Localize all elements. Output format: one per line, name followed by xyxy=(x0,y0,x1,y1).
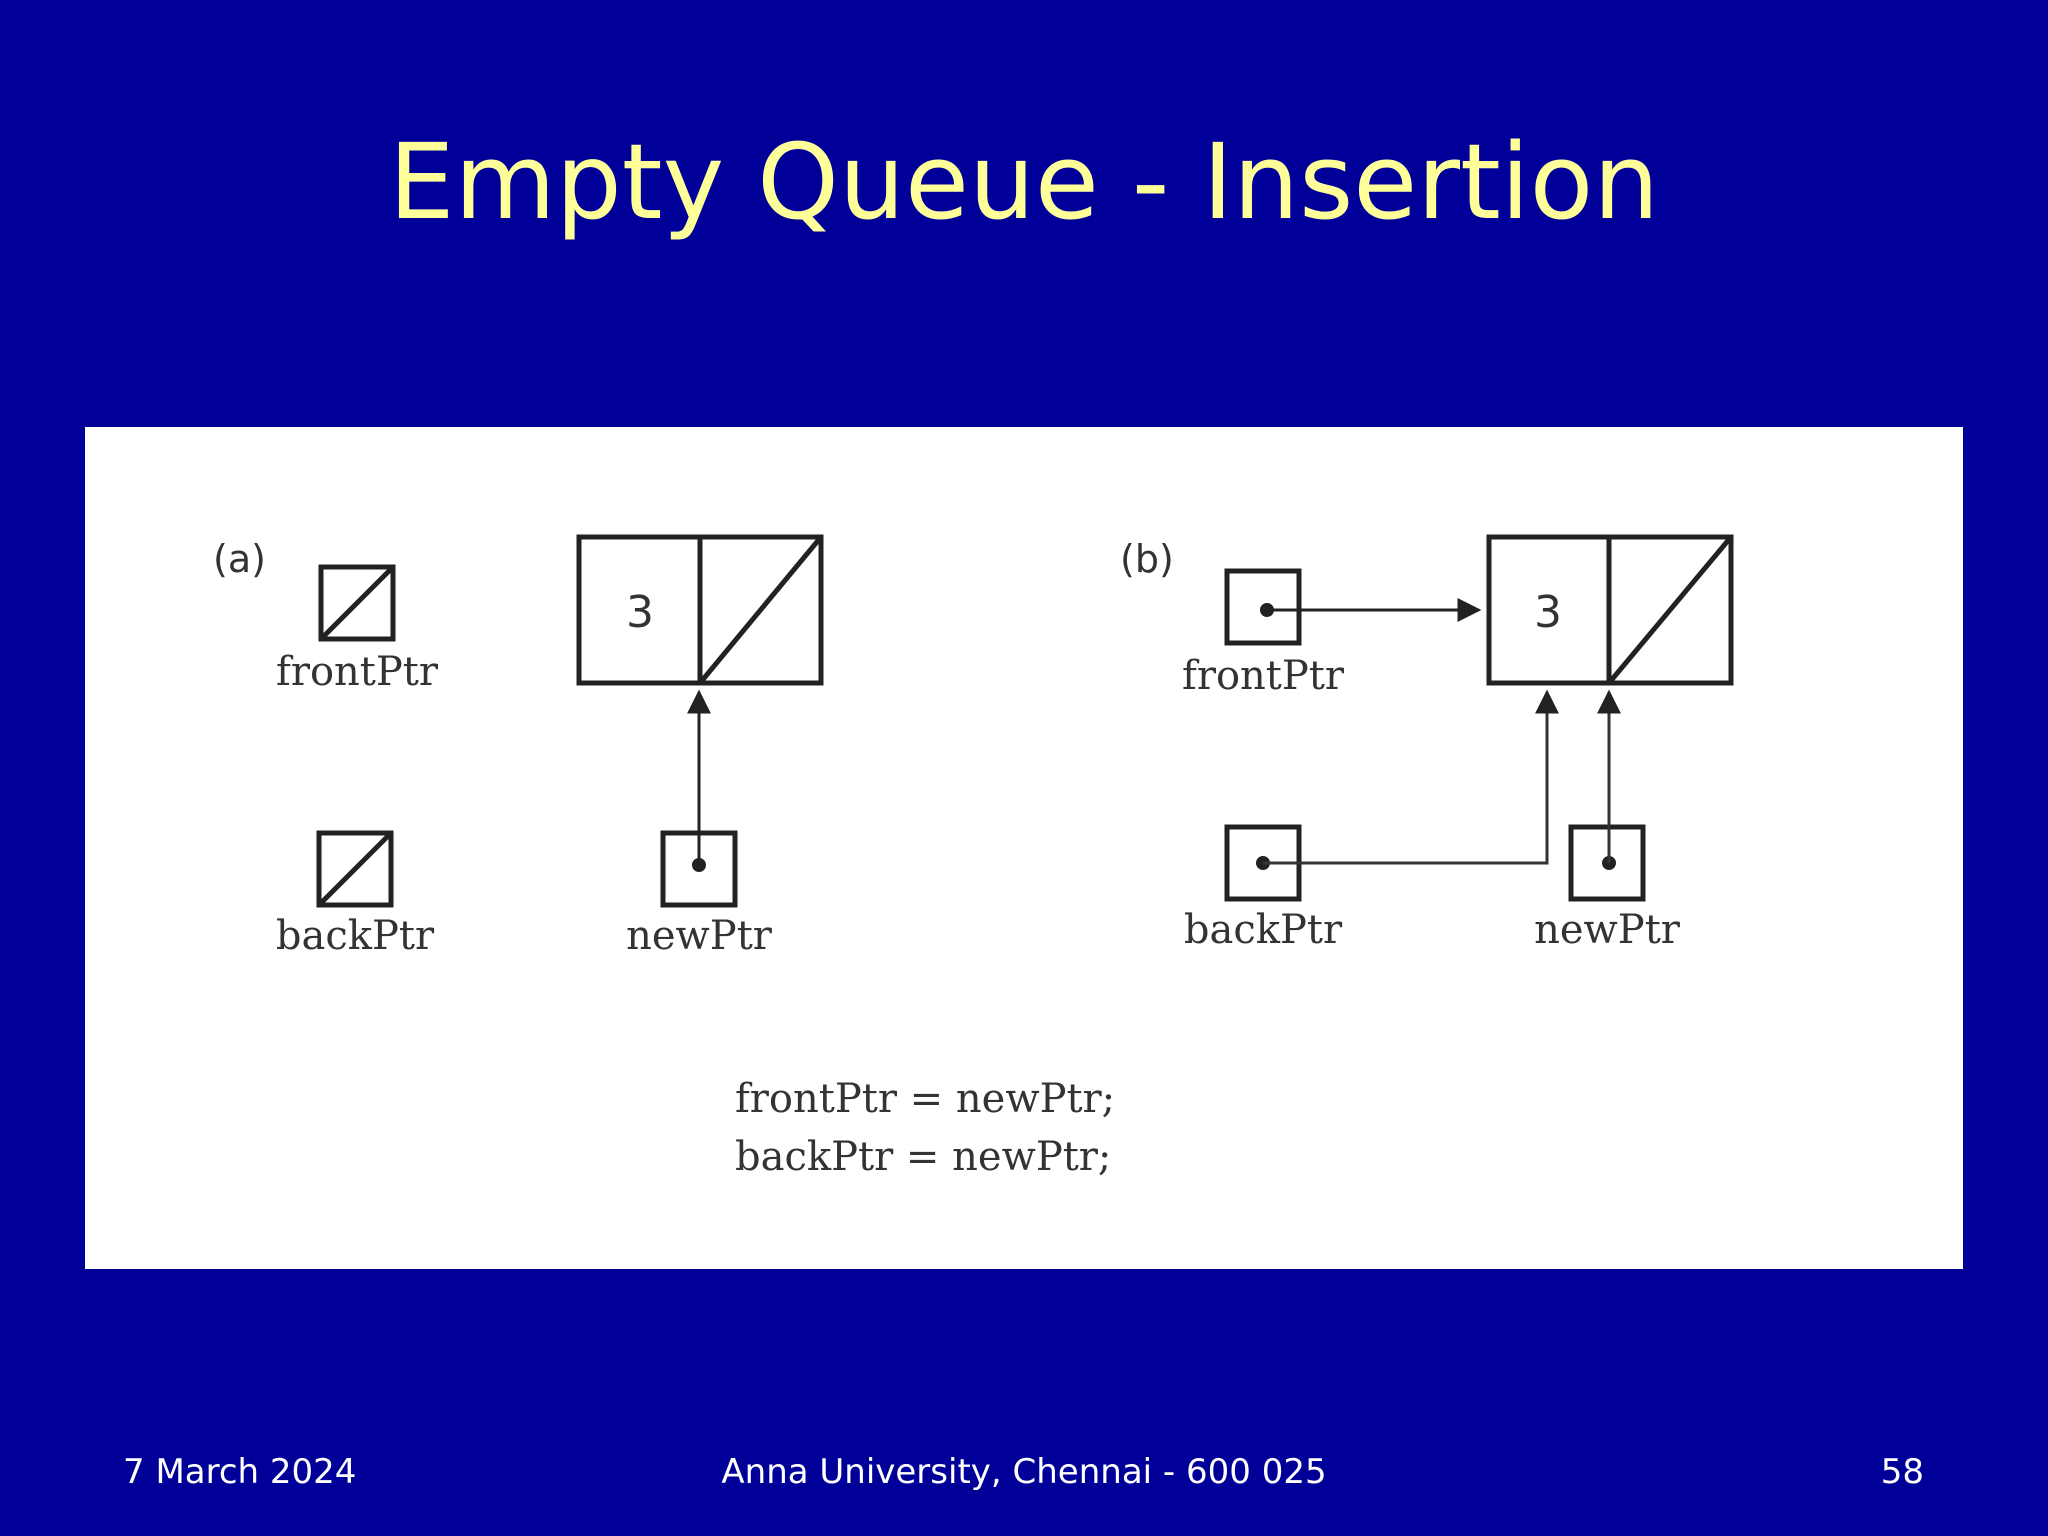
panel-a-front-ptr-null-box xyxy=(318,564,396,642)
panel-b-front-ptr-box xyxy=(1224,568,1302,646)
panel-b-back-ptr-arrow xyxy=(1263,689,1559,865)
panel-a-new-ptr-label: newPtr xyxy=(626,913,773,959)
queue-insertion-diagram: (a) frontPtr backPtr 3 newPtr (b) xyxy=(213,534,1734,1180)
diagram-panel: (a) frontPtr backPtr 3 newPtr (b) xyxy=(85,427,1963,1269)
panel-a-front-ptr-label: frontPtr xyxy=(276,649,439,695)
panel-b-node-value: 3 xyxy=(1534,587,1562,638)
footer-date: 7 March 2024 xyxy=(123,1452,357,1492)
code-line-front: frontPtr = newPtr; xyxy=(735,1076,1115,1122)
panel-b-label: (b) xyxy=(1120,537,1174,581)
panel-b-back-ptr-label: backPtr xyxy=(1184,907,1343,953)
panel-b-front-ptr-label: frontPtr xyxy=(1182,653,1345,699)
panel-a-label: (a) xyxy=(213,537,266,581)
panel-a-node-value: 3 xyxy=(626,587,654,638)
panel-a-back-ptr-label: backPtr xyxy=(276,913,435,959)
code-line-back: backPtr = newPtr; xyxy=(735,1134,1111,1180)
panel-a-queue-node xyxy=(576,534,824,686)
slide-title: Empty Queue - Insertion xyxy=(388,121,1660,243)
panel-b-new-ptr-box xyxy=(1568,824,1646,902)
footer-institution: Anna University, Chennai - 600 025 xyxy=(721,1452,1327,1492)
panel-b-new-ptr-label: newPtr xyxy=(1534,907,1681,953)
panel-b-queue-node xyxy=(1486,534,1734,686)
panel-a-back-ptr-null-box xyxy=(316,830,394,908)
page-number: 58 xyxy=(1880,1452,1924,1492)
